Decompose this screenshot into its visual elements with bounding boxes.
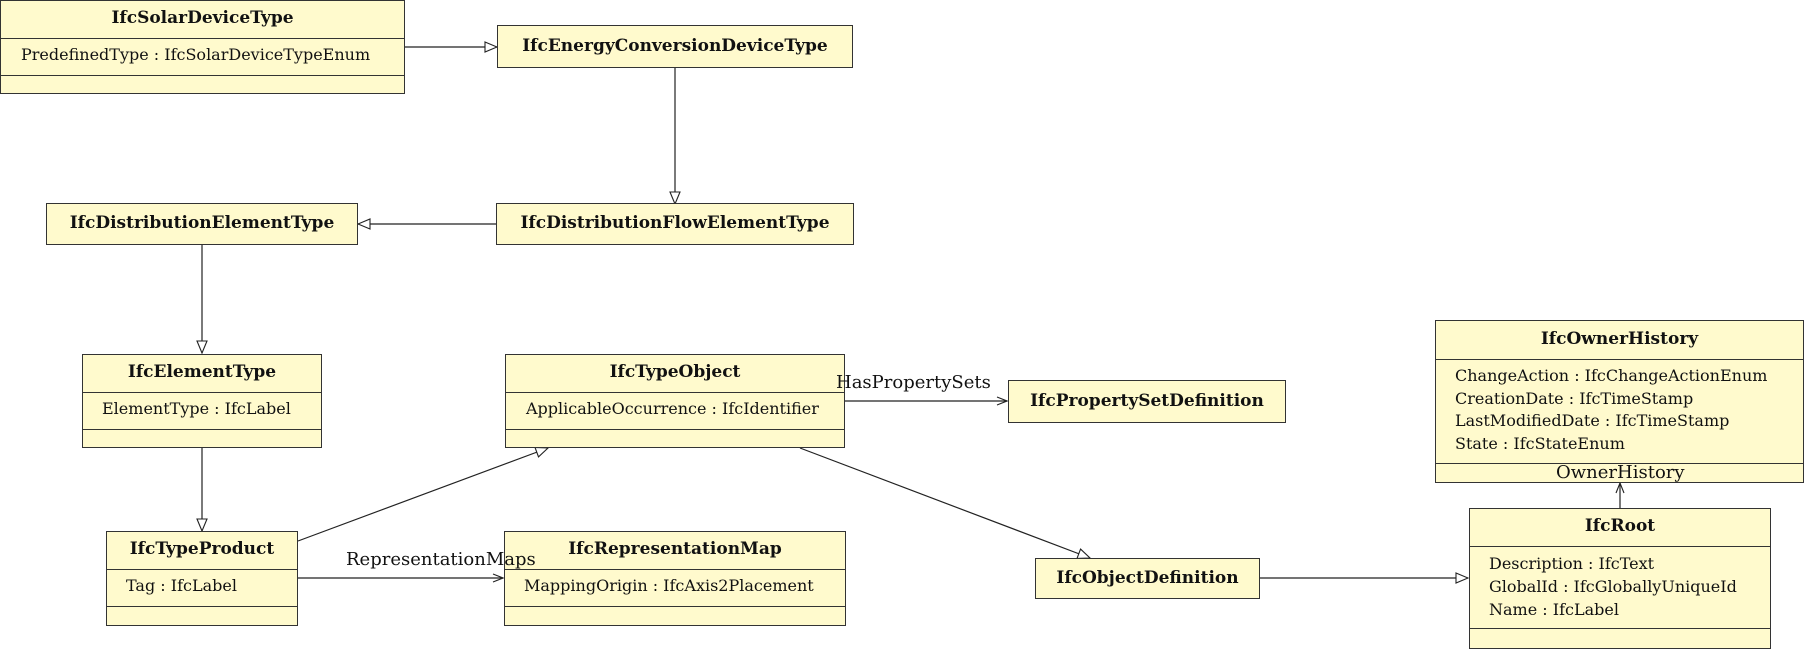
attribute: MappingOrigin : IfcAxis2Placement (524, 576, 814, 595)
class-operations (505, 606, 845, 626)
edge-label-ownerhistory: OwnerHistory (1556, 462, 1685, 483)
attribute: LastModifiedDate : IfcTimeStamp (1455, 411, 1730, 430)
class-ifcdistributionelementtype: IfcDistributionElementType (46, 203, 358, 245)
class-name: IfcSolarDeviceType (111, 8, 294, 28)
class-name: IfcEnergyConversionDeviceType (522, 36, 828, 56)
class-operations (1470, 628, 1770, 649)
attribute: State : IfcStateEnum (1455, 433, 1625, 453)
class-operations (83, 429, 321, 448)
attribute: ElementType : IfcLabel (102, 399, 291, 418)
class-name: IfcRoot (1584, 516, 1656, 536)
class-attributes: ChangeAction : IfcChangeActionEnum Creat… (1436, 359, 1803, 463)
attribute: Description : IfcText (1489, 554, 1655, 573)
attribute: ChangeAction : IfcChangeActionEnum (1455, 366, 1768, 385)
class-name: IfcOwnerHistory (1540, 329, 1699, 349)
attribute: GlobalId : IfcGloballyUniqueId (1489, 577, 1737, 596)
class-attributes: PredefinedType : IfcSolarDeviceTypeEnum (1, 38, 404, 75)
class-ifcdistributionflowelementtype: IfcDistributionFlowElementType (496, 203, 854, 245)
class-attributes: Tag : IfcLabel (107, 569, 297, 606)
class-ifcpropertysetdefinition: IfcPropertySetDefinition (1008, 380, 1286, 423)
attribute: CreationDate : IfcTimeStamp (1455, 388, 1694, 408)
class-name: IfcElementType (127, 362, 277, 382)
class-operations (107, 606, 297, 626)
class-name: IfcDistributionFlowElementType (520, 213, 830, 233)
class-ifcobjectdefinition: IfcObjectDefinition (1035, 558, 1260, 599)
attribute: Tag : IfcLabel (126, 576, 237, 595)
class-operations (1436, 463, 1803, 483)
class-ifcelementtype: IfcElementType ElementType : IfcLabel (82, 354, 322, 448)
edge-typeobject-to-objdef (799, 447, 1090, 558)
class-ifcsolardevicetype: IfcSolarDeviceType PredefinedType : IfcS… (0, 0, 405, 94)
edge-typeproduct-to-typeobject (297, 448, 548, 542)
class-ifctypeproduct: IfcTypeProduct Tag : IfcLabel (106, 531, 298, 626)
attribute: Name : IfcLabel (1489, 600, 1619, 619)
class-ifcownerhistory: IfcOwnerHistory ChangeAction : IfcChange… (1435, 320, 1804, 483)
class-attributes: ApplicableOccurrence : IfcIdentifier (506, 392, 844, 429)
class-name: IfcPropertySetDefinition (1030, 391, 1264, 411)
class-name: IfcTypeProduct (129, 539, 275, 559)
class-operations (1, 75, 404, 94)
class-name: IfcTypeObject (609, 362, 741, 382)
attribute: ApplicableOccurrence : IfcIdentifier (526, 399, 819, 418)
class-ifcrepresentationmap: IfcRepresentationMap MappingOrigin : Ifc… (504, 531, 846, 626)
edge-label-representationmaps: RepresentationMaps (346, 549, 536, 570)
attribute: PredefinedType : IfcSolarDeviceTypeEnum (21, 45, 371, 64)
class-ifcroot: IfcRoot Description : IfcText GlobalId :… (1469, 508, 1771, 649)
class-name: IfcDistributionElementType (69, 213, 335, 233)
class-ifcenergyconversiondevicetype: IfcEnergyConversionDeviceType (497, 25, 853, 68)
class-ifctypeobject: IfcTypeObject ApplicableOccurrence : Ifc… (505, 354, 845, 448)
class-name: IfcRepresentationMap (568, 539, 782, 559)
class-attributes: MappingOrigin : IfcAxis2Placement (505, 569, 845, 606)
class-attributes: Description : IfcText GlobalId : IfcGlob… (1470, 546, 1770, 628)
class-name: IfcObjectDefinition (1056, 568, 1239, 588)
class-attributes: ElementType : IfcLabel (83, 392, 321, 429)
edge-label-haspropertysets: HasPropertySets (836, 372, 991, 393)
class-operations (506, 429, 844, 448)
